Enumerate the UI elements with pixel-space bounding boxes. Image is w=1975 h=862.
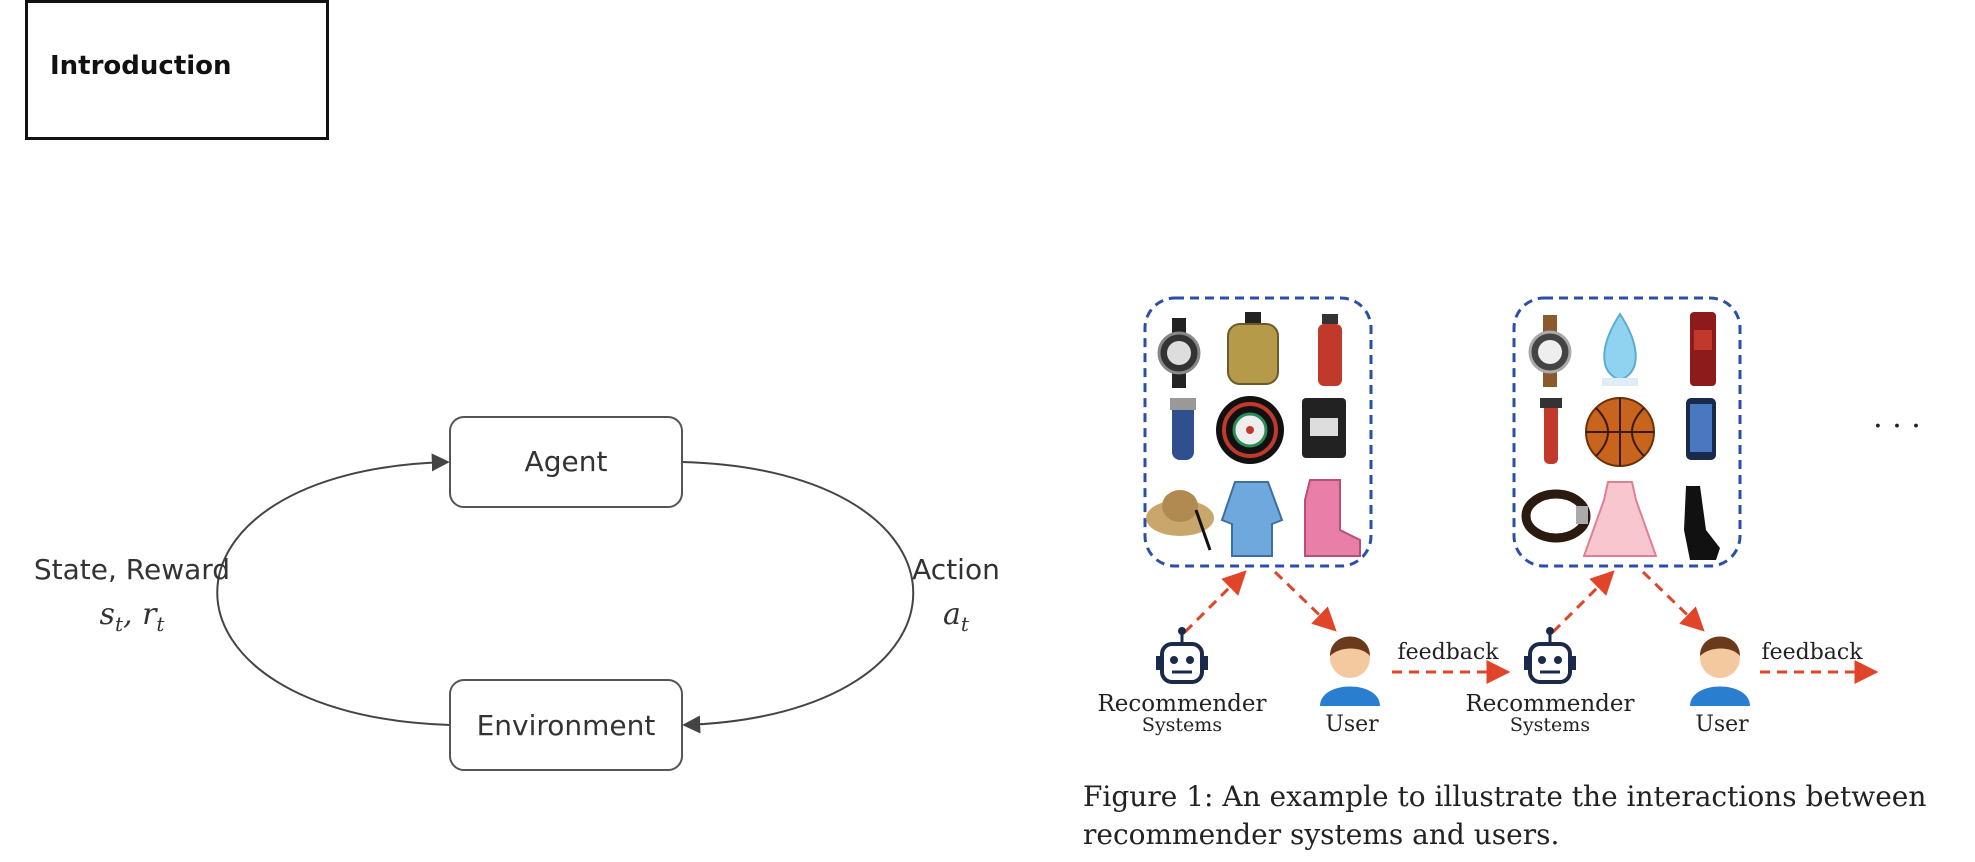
wristwatch-icon (1528, 315, 1572, 387)
ellipsis: · · · (1873, 409, 1921, 444)
boots-icon (1304, 479, 1361, 557)
loop-arc-left (216, 453, 451, 726)
humidifier-icon (1602, 312, 1638, 386)
action-label: Action (912, 553, 1000, 586)
arrow-panel-1-to-user-1 (1273, 570, 1337, 632)
arrow-panel-2-to-user-2 (1641, 570, 1705, 632)
memory-card-icon (1302, 398, 1346, 458)
panel-2-items (1521, 312, 1720, 560)
dartboard-icon (1216, 396, 1284, 464)
item-panel-2 (1512, 296, 1742, 568)
watch-icon (1157, 318, 1201, 388)
feedback-label-1: feedback (1397, 640, 1499, 665)
user-label-2: User (1695, 712, 1749, 737)
user-avatar-icon (1320, 636, 1380, 706)
basketball-icon (1585, 397, 1655, 467)
figure-caption: Figure 1: An example to illustrate the i… (1083, 780, 1927, 851)
environment-box (449, 679, 683, 771)
agent-label: Agent (525, 445, 608, 478)
item-panel-1 (1143, 296, 1373, 568)
user-avatar-icon (1690, 636, 1750, 706)
recommender-figure: Recommender Systems User feedback Recomm… (1097, 296, 1921, 737)
perfume-bottle-icon (1227, 312, 1279, 385)
bathrobe-icon (1220, 481, 1284, 557)
arrow-recommender-1-to-panel-1 (1183, 570, 1247, 634)
arrow-recommender-2-to-panel-2 (1551, 570, 1615, 634)
razor-icon (1540, 398, 1562, 464)
recommender-label-1a: Recommender (1097, 691, 1266, 717)
state-reward-math: st, rt (100, 597, 166, 636)
section-heading-box: Introduction (25, 0, 329, 140)
recommender-label-2a: Recommender (1465, 691, 1634, 717)
sun-hat-icon (1146, 490, 1214, 551)
interaction-arrows (1183, 570, 1879, 684)
dress-shoe-icon (1684, 486, 1720, 560)
lipstick-icon (1690, 312, 1716, 386)
state-reward-label: State, Reward (34, 553, 230, 586)
shaver-icon (1170, 398, 1196, 460)
rl-loop-diagram: Agent Environment State, Reward st, rt A… (34, 416, 1000, 771)
feedback-label-2: feedback (1761, 640, 1863, 665)
robot-icon (1524, 627, 1576, 684)
agent-box (449, 416, 683, 508)
smartphone-icon (1686, 398, 1716, 460)
action-math: at (943, 597, 970, 636)
user-label-1: User (1325, 712, 1379, 737)
section-heading: Introduction (50, 51, 232, 81)
loop-arc-right (681, 461, 915, 734)
dress-icon (1582, 481, 1658, 557)
panel-1-items (1146, 312, 1361, 557)
environment-label: Environment (477, 709, 656, 742)
belt-icon (1521, 489, 1591, 543)
water-bottle-icon (1318, 314, 1342, 386)
recommender-label-2b: Systems (1510, 714, 1590, 736)
robot-icon (1156, 627, 1208, 684)
recommender-label-1b: Systems (1142, 714, 1222, 736)
